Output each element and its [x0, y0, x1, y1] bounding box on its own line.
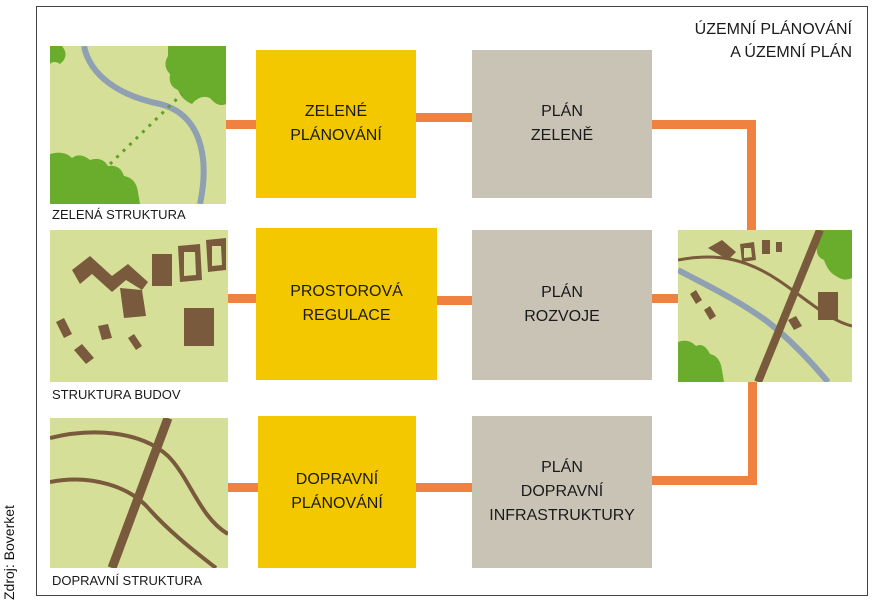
planning-box-green: ZELENÉ PLÁNOVÁNÍ [256, 50, 416, 198]
plan-box-transport: PLÁN DOPRAVNÍ INFRASTRUKTURY [472, 416, 652, 568]
connector-row2-tile-to-planning [228, 294, 258, 303]
caption-green-structure: ZELENÁ STRUKTURA [52, 207, 186, 222]
caption-building-structure: STRUKTURA BUDOV [52, 387, 181, 402]
planning-box-transport-line-2: PLÁNOVÁNÍ [291, 495, 383, 512]
transport-structure-map [50, 418, 228, 568]
planning-box-green-line-2: PLÁNOVÁNÍ [290, 127, 382, 144]
planning-box-spatial-line-2: REGULACE [302, 307, 391, 324]
planning-box-transport: DOPRAVNÍ PLÁNOVÁNÍ [258, 416, 416, 568]
plan-box-transport-line-2: DOPRAVNÍ [520, 483, 604, 500]
connector-vertical-top [747, 120, 756, 232]
caption-transport-structure: DOPRAVNÍ STRUKTURA [52, 573, 202, 588]
connector-row2-planning-to-plan [437, 296, 472, 305]
connector-vertical-bottom [748, 380, 757, 485]
connector-row2-plan-to-combined [652, 294, 678, 303]
combined-plan-map [678, 230, 852, 382]
plan-box-green-line-2: ZELENĚ [530, 127, 594, 144]
connector-row1-plan-to-combined [652, 120, 756, 129]
diagram-frame [36, 6, 868, 596]
plan-box-transport-line-3: INFRASTRUKTURY [489, 507, 635, 524]
title-line-2: A ÚZEMNÍ PLÁN [730, 44, 852, 61]
plan-box-development-line-1: PLÁN [541, 284, 583, 301]
connector-row1-planning-to-plan [416, 113, 472, 122]
planning-box-spatial: PROSTOROVÁ REGULACE [256, 228, 437, 380]
connector-row1-tile-to-planning [222, 120, 258, 129]
title-line-1: ÚZEMNÍ PLÁNOVÁNÍ [694, 21, 852, 38]
plan-box-development-line-2: ROZVOJE [524, 308, 600, 325]
planning-box-spatial-line-1: PROSTOROVÁ [290, 283, 403, 300]
building-structure-map [50, 230, 228, 382]
diagram-title: ÚZEMNÍ PLÁNOVÁNÍ A ÚZEMNÍ PLÁN [695, 18, 852, 64]
plan-box-green-line-1: PLÁN [541, 103, 583, 120]
connector-row3-plan-to-combined [652, 476, 757, 485]
planning-box-green-line-1: ZELENÉ [304, 103, 368, 120]
green-structure-map [50, 46, 226, 204]
source-credit: Zdroj: Boverket [1, 505, 17, 600]
plan-box-transport-line-1: PLÁN [541, 459, 583, 476]
connector-row3-planning-to-plan [416, 483, 472, 492]
plan-box-green: PLÁN ZELENĚ [472, 50, 652, 198]
plan-box-development: PLÁN ROZVOJE [472, 230, 652, 380]
planning-box-transport-line-1: DOPRAVNÍ [295, 471, 379, 488]
connector-row3-tile-to-planning [228, 483, 260, 492]
